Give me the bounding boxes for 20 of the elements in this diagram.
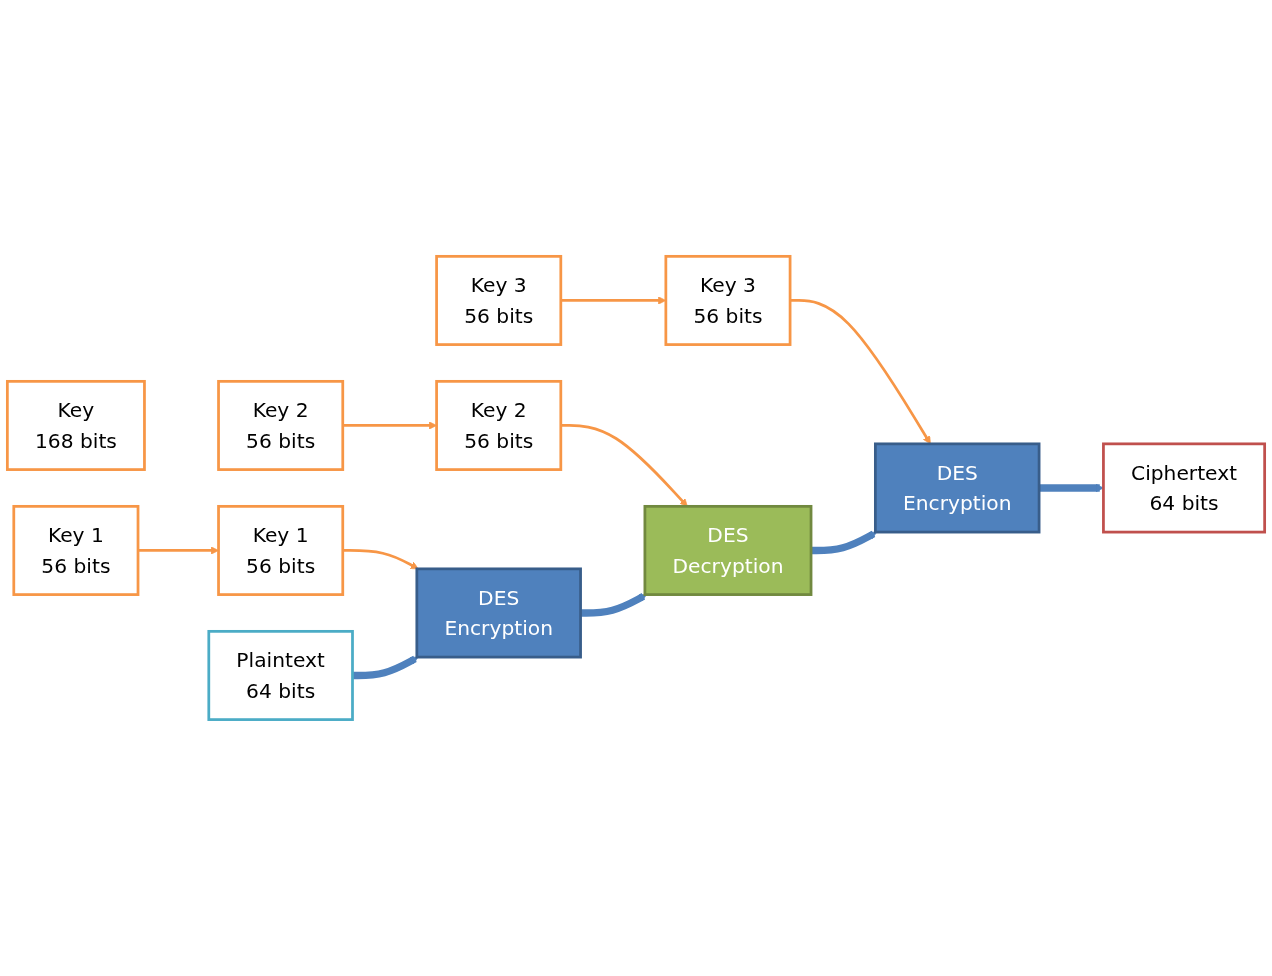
arrow [138,546,219,555]
node-box: Key 3 56 bits [664,255,792,346]
node-box: Key 168 bits [6,380,146,471]
node-box: DES Decryption [643,505,813,596]
node-box: Plaintext 64 bits [207,630,354,721]
node-box: DES Encryption [874,442,1041,534]
node-box: Key 1 56 bits [12,505,140,596]
node-box: Key 2 56 bits [217,380,345,471]
arrow [352,655,419,680]
node-box: Ciphertext 64 bits [1102,442,1267,534]
arrow [1039,483,1104,493]
arrow [342,549,419,570]
node-box: DES Encryption [415,567,582,659]
arrow [811,530,878,555]
node-box: Key 3 56 bits [435,255,563,346]
arrow [580,593,647,617]
arrow [342,421,437,430]
node-box: Key 2 56 bits [435,380,563,471]
node-box: Key 1 56 bits [217,505,345,596]
arrow [560,424,688,507]
